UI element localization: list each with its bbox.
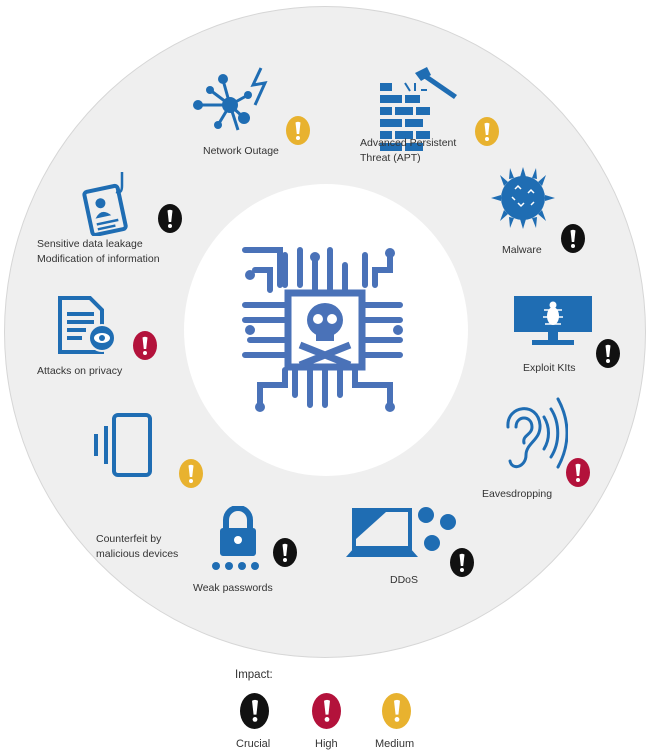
network-lightning-icon <box>193 67 268 131</box>
legend-title: Impact: <box>235 669 273 681</box>
chip-skull-icon <box>242 247 403 412</box>
document-eye-icon <box>58 296 116 354</box>
legend-badge-high <box>312 693 341 729</box>
impact-badge-crucial <box>158 204 182 233</box>
legend-badge-medium <box>382 693 411 729</box>
impact-badge-crucial <box>596 339 620 368</box>
impact-badge-high <box>133 331 157 360</box>
threat-label: DDoS <box>390 574 419 586</box>
brick-wall-hammer-icon <box>380 67 457 151</box>
legend-badge-crucial <box>240 693 269 729</box>
device-icon <box>94 413 152 477</box>
legend-label-medium: Medium <box>375 738 415 750</box>
virus-icon <box>491 167 555 229</box>
monitor-bug-icon <box>514 296 592 345</box>
threat-label: Eavesdropping <box>482 488 553 500</box>
padlock-icon <box>212 506 259 570</box>
threat-label: Exploit KIts <box>523 362 576 374</box>
label-line: Modification of information <box>37 253 160 265</box>
ear-icon <box>506 397 568 469</box>
legend-label-crucial: Crucial <box>236 738 271 750</box>
impact-badge-crucial <box>273 538 297 567</box>
phishing-id-card-icon <box>82 172 128 236</box>
label-line: Sensitive data leakage <box>37 238 143 250</box>
threat-label: Attacks on privacy <box>37 365 123 377</box>
impact-badge-crucial <box>450 548 474 577</box>
label-line: malicious devices <box>96 548 179 560</box>
impact-badge-medium <box>179 459 203 488</box>
legend-label-high: High <box>315 738 338 750</box>
impact-badge-crucial <box>561 224 585 253</box>
threat-label: Counterfeit by malicious devices <box>96 532 178 562</box>
threat-label: Malware <box>502 244 542 256</box>
impact-badge-high <box>566 458 590 487</box>
impact-badge-medium <box>475 117 499 146</box>
label-line: Threat (APT) <box>360 152 421 164</box>
impact-badge-medium <box>286 116 310 145</box>
laptop-viruses-icon <box>346 507 456 557</box>
label-line: Counterfeit by <box>96 533 162 545</box>
threat-label: Network Outage <box>203 145 279 157</box>
label-line: Advanced Persistent <box>360 137 457 149</box>
threat-label: Weak passwords <box>193 582 273 594</box>
